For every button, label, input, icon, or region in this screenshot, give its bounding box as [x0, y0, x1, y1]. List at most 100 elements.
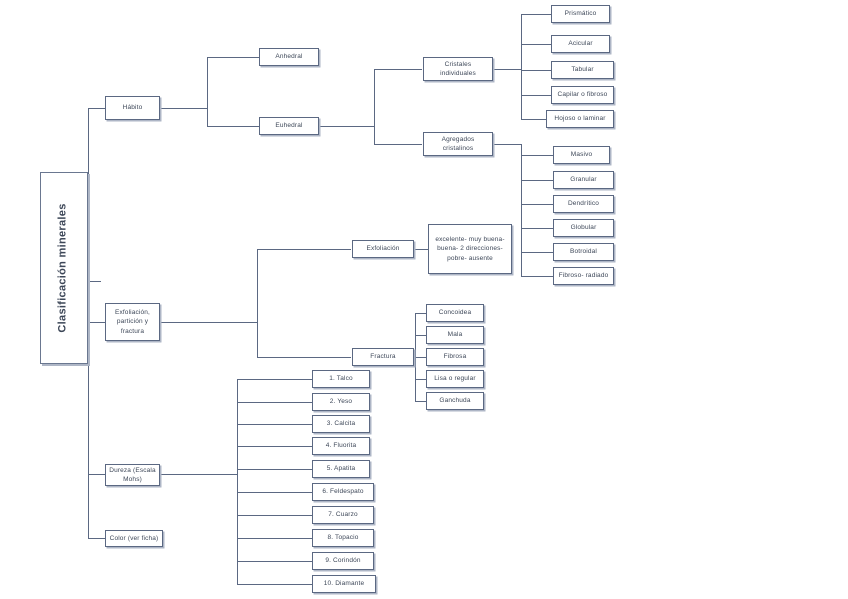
connector-cristales-leaf-2	[521, 70, 551, 71]
connector-root-trunk-vertical	[88, 108, 89, 538]
connector-exfoliacion-child-1	[257, 357, 351, 358]
leaf-fibroso-radiado[interactable]: Fibroso- radiado	[553, 267, 614, 285]
leaf-masivo[interactable]: Masivo	[553, 146, 610, 164]
connector-fractura-leaf-1	[415, 335, 426, 336]
connector-dureza-leaf-4	[237, 469, 312, 470]
node-anhedral-label: Anhedral	[275, 53, 303, 61]
leaf-globular[interactable]: Globular	[553, 219, 614, 237]
leaf-tabular[interactable]: Tabular	[551, 61, 614, 79]
leaf-concoidea[interactable]: Concoidea	[426, 304, 484, 322]
connector-cristales-leaf-3	[521, 95, 551, 96]
leaf-mohs-5-label: 5. Apatita	[326, 465, 356, 473]
leaf-mohs-8[interactable]: 8. Topacio	[312, 529, 374, 547]
node-fractura-label: Fractura	[370, 353, 396, 361]
leaf-capilar-o-fibroso-label: Capilar o fibroso	[557, 91, 608, 99]
connector-habito-out	[159, 108, 207, 109]
node-exfoliacion-particion-fractura[interactable]: Exfoliación, partición y fractura	[105, 303, 160, 341]
leaf-mohs-1-label: 1. Talco	[329, 375, 353, 383]
connector-fractura-leaf-4	[415, 401, 426, 402]
connector-agregados-leaf-1	[521, 180, 553, 181]
leaf-hojoso-o-laminar[interactable]: Hojoso o laminar	[546, 110, 614, 128]
node-exfoliacion-particion-fractura-label: Exfoliación, partición y fractura	[114, 308, 151, 335]
node-cristales-individuales[interactable]: Cristales individuales	[423, 57, 493, 81]
leaf-hojoso-o-laminar-label: Hojoso o laminar	[554, 115, 606, 123]
connector-root-trunk	[88, 281, 101, 282]
node-exfoliacion-label: Exfoliación	[366, 245, 400, 253]
node-agregados-cristalinos[interactable]: Agregados cristalinos	[423, 132, 493, 156]
leaf-masivo-label: Masivo	[570, 151, 593, 159]
connector-fractura-leaf-3	[415, 379, 426, 380]
leaf-dendritico[interactable]: Dendrítico	[553, 195, 614, 213]
connector-agregados-leaf-3	[521, 228, 553, 229]
connector-exfoliacion-out	[159, 322, 257, 323]
node-dureza[interactable]: Dureza (Escala Mohs)	[105, 464, 160, 486]
root-node[interactable]: Clasificación minerales	[40, 172, 88, 364]
connector-cristales-leaf-0	[521, 14, 551, 15]
node-exfoliacion-detail-label: excelente- muy buena- buena- 2 direccion…	[435, 235, 505, 262]
leaf-fibrosa[interactable]: Fibrosa	[426, 348, 484, 366]
node-color[interactable]: Color (ver ficha)	[105, 530, 163, 547]
connector-cristales-out	[494, 69, 521, 70]
connector-cristales-leaf-1	[521, 44, 551, 45]
leaf-granular[interactable]: Granular	[553, 171, 614, 189]
connector-trunk-color	[88, 538, 106, 539]
node-agregados-cristalinos-label: Agregados cristalinos	[441, 135, 475, 152]
node-exfoliacion[interactable]: Exfoliación	[352, 240, 414, 258]
connector-dureza-leaf-0	[237, 379, 312, 380]
connector-euhedral-out	[320, 126, 374, 127]
node-anhedral[interactable]: Anhedral	[259, 48, 319, 66]
node-color-label: Color (ver ficha)	[109, 534, 159, 542]
leaf-botroidal-label: Botroidal	[569, 248, 597, 256]
connector-dureza-spine	[237, 379, 238, 585]
leaf-dendritico-label: Dendrítico	[567, 200, 600, 208]
leaf-mohs-3[interactable]: 3. Calcita	[312, 415, 370, 433]
leaf-ganchuda[interactable]: Ganchuda	[426, 392, 484, 410]
connector-fractura-leaf-2	[415, 357, 426, 358]
leaf-mohs-6[interactable]: 6. Feldespato	[312, 483, 374, 501]
leaf-lisa-o-regular[interactable]: Lisa o regular	[426, 370, 484, 388]
leaf-granular-label: Granular	[570, 176, 597, 184]
leaf-mohs-7[interactable]: 7. Cuarzo	[312, 506, 374, 524]
connector-exfoliacion-spine	[257, 249, 258, 358]
node-exfoliacion-detail[interactable]: excelente- muy buena- buena- 2 direccion…	[428, 224, 512, 274]
connector-cristales-spine	[521, 14, 522, 119]
connector-trunk-dureza	[88, 474, 106, 475]
leaf-mohs-2[interactable]: 2. Yeso	[312, 393, 370, 411]
leaf-mohs-10[interactable]: 10. Diamante	[312, 575, 376, 593]
connector-agregados-leaf-5	[521, 276, 553, 277]
node-habito-label: Hábito	[122, 104, 143, 112]
leaf-mohs-1[interactable]: 1. Talco	[312, 370, 370, 388]
leaf-prismatico-label: Prismático	[564, 10, 597, 18]
node-euhedral-label: Euhedral	[275, 122, 303, 130]
connector-dureza-leaf-7	[237, 538, 312, 539]
node-fractura[interactable]: Fractura	[352, 348, 414, 366]
connector-dureza-leaf-3	[237, 446, 312, 447]
connector-habito-anhedral	[207, 57, 260, 58]
leaf-mohs-10-label: 10. Diamante	[323, 580, 365, 588]
node-cristales-individuales-label: Cristales individuales	[440, 60, 476, 77]
connector-habito-euhedral	[207, 126, 260, 127]
leaf-acicular[interactable]: Acicular	[551, 35, 610, 53]
leaf-mala[interactable]: Mala	[426, 326, 484, 344]
connector-dureza-leaf-2	[237, 424, 312, 425]
connector-agregados-out	[494, 144, 521, 145]
connector-dureza-leaf-5	[237, 492, 312, 493]
leaf-mohs-9[interactable]: 9. Corindón	[312, 552, 374, 570]
leaf-lisa-o-regular-label: Lisa o regular	[434, 375, 476, 383]
leaf-mohs-7-label: 7. Cuarzo	[328, 511, 358, 519]
leaf-prismatico[interactable]: Prismático	[551, 5, 610, 23]
connector-fractura-leaf-0	[415, 313, 426, 314]
leaf-mohs-6-label: 6. Feldespato	[322, 488, 364, 496]
leaf-mohs-2-label: 2. Yeso	[329, 398, 353, 406]
connector-trunk-exfoliacion	[88, 322, 106, 323]
connector-habito-spine	[207, 57, 208, 126]
leaf-capilar-o-fibroso[interactable]: Capilar o fibroso	[551, 86, 614, 104]
leaf-mohs-5[interactable]: 5. Apatita	[312, 460, 370, 478]
leaf-mohs-4[interactable]: 4. Fluorita	[312, 437, 370, 455]
connector-trunk-habito	[88, 108, 106, 109]
connector-agregados-leaf-2	[521, 204, 553, 205]
node-habito[interactable]: Hábito	[105, 96, 160, 120]
leaf-botroidal[interactable]: Botroidal	[553, 243, 614, 261]
node-euhedral[interactable]: Euhedral	[259, 117, 319, 135]
